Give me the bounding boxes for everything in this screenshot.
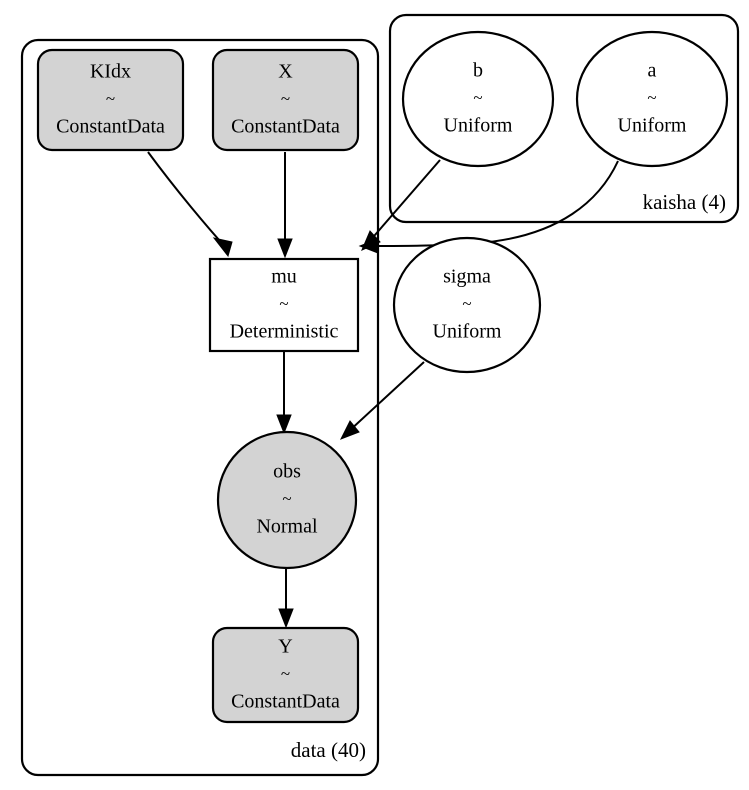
node-kidx[interactable]: KIdx ~ ConstantData	[36, 48, 185, 152]
node-x-distribution: ConstantData	[231, 116, 340, 138]
kaisha-plate-border	[388, 13, 740, 224]
edge-x-to-mu	[277, 152, 293, 259]
node-obs-shape[interactable]	[216, 430, 358, 570]
node-y-name: Y	[278, 636, 292, 658]
node-a[interactable]: a ~ Uniform	[575, 30, 729, 168]
node-a-shape[interactable]	[575, 30, 729, 168]
node-kidx-shape[interactable]	[36, 48, 185, 152]
edge-b-to-mu	[361, 159, 441, 251]
node-sigma-distribution: Uniform	[433, 321, 502, 343]
node-mu-name: mu	[271, 266, 297, 288]
arrow-head-icon	[278, 608, 294, 629]
edge-line	[147, 151, 229, 251]
node-obs[interactable]: obs ~ Normal	[216, 430, 358, 570]
node-b[interactable]: b ~ Uniform	[401, 30, 555, 168]
node-a-tilde: ~	[647, 88, 656, 107]
node-mu-distribution: Deterministic	[230, 321, 339, 343]
arrow-head-icon	[277, 238, 293, 259]
arrow-head-icon	[212, 237, 233, 258]
node-x[interactable]: X ~ ConstantData	[211, 48, 360, 152]
node-kidx-name: KIdx	[90, 61, 131, 83]
node-mu[interactable]: mu ~ Deterministic	[208, 257, 360, 353]
data-plate-label: data (40)	[291, 738, 366, 762]
node-b-shape[interactable]	[401, 30, 555, 168]
arrow-head-icon	[276, 414, 292, 435]
node-y-distribution: ConstantData	[231, 691, 340, 713]
edge-obs-to-y	[278, 569, 294, 629]
node-kidx-tilde: ~	[106, 89, 115, 108]
node-obs-name: obs	[273, 461, 301, 483]
node-a-name: a	[648, 60, 657, 82]
node-mu-tilde: ~	[279, 294, 288, 313]
node-y-shape[interactable]	[211, 626, 360, 724]
node-x-name: X	[278, 61, 293, 83]
arrow-head-icon	[339, 420, 360, 440]
edge-line	[347, 361, 425, 433]
kaisha-plate-label: kaisha (4)	[643, 190, 726, 214]
node-b-name: b	[473, 60, 483, 82]
node-x-tilde: ~	[281, 89, 290, 108]
node-x-shape[interactable]	[211, 48, 360, 152]
node-sigma-name: sigma	[443, 266, 491, 288]
edge-mu-to-obs	[276, 352, 292, 435]
node-sigma-tilde: ~	[462, 294, 471, 313]
node-a-distribution: Uniform	[618, 115, 687, 137]
node-y-tilde: ~	[281, 664, 290, 683]
node-b-distribution: Uniform	[444, 115, 513, 137]
plate-kaisha: kaisha (4)	[388, 13, 740, 224]
edge-sigma-to-obs	[339, 361, 425, 440]
node-obs-distribution: Normal	[256, 516, 318, 538]
node-sigma[interactable]: sigma ~ Uniform	[392, 236, 542, 374]
node-sigma-shape[interactable]	[392, 236, 542, 374]
node-kidx-distribution: ConstantData	[56, 116, 165, 138]
data-plate-border	[20, 38, 380, 777]
arrow-head-icon	[358, 238, 379, 254]
node-b-tilde: ~	[473, 88, 482, 107]
plate-data: data (40)	[20, 38, 380, 777]
edge-kidx-to-mu	[147, 151, 233, 258]
edge-line	[367, 160, 619, 247]
node-y[interactable]: Y ~ ConstantData	[211, 626, 360, 724]
node-obs-tilde: ~	[282, 489, 291, 508]
node-mu-shape[interactable]	[208, 257, 360, 353]
edge-line	[367, 159, 441, 244]
